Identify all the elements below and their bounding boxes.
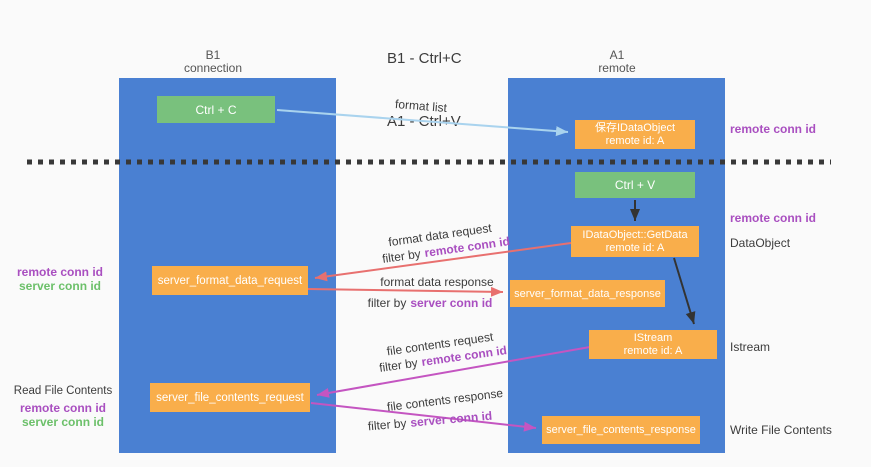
node-server-file-contents-response: server_file_contents_response [542,416,700,444]
left-label-server-conn-id: server conn id [18,279,102,293]
left-label-remote-conn-id-bottom: remote conn id [19,401,106,415]
filter-keyword-server-conn-id: server conn id [410,296,493,310]
label-format-data-response: format data response [380,275,494,289]
arrow-getdata-to-istream [673,257,696,325]
arrow-format-data-request [314,242,572,282]
node-istream-line2: remote id: A [623,344,683,357]
left-label-server-conn-id-bottom: server conn id [21,415,105,429]
node-server-format-data-response-label: server_format_data_response [514,287,661,300]
lifeline-b1-name: B1 [205,48,221,62]
arrow-file-contents-response [310,402,537,432]
left-labels-mid: remote conn id server conn id [14,265,106,293]
arrow-file-contents-request [316,346,591,398]
node-server-format-data-response: server_format_data_response [510,280,665,307]
right-label-remote-conn-id-mid: remote conn id [730,211,817,225]
diagram-title: B1 - Ctrl+C A1 - Ctrl+V [387,6,462,174]
node-getdata-line1: IDataObject::GetData [582,228,688,241]
node-server-format-data-request-label: server_format_data_request [157,274,303,287]
lifeline-a1-role: remote [598,61,636,75]
right-label-remote-conn-id-top: remote conn id [730,122,817,136]
lifeline-b1-role: connection [183,61,243,75]
right-label-dataobject: DataObject [730,236,791,250]
arrow-format-list [276,109,569,137]
filter-prefix: filter by [367,296,407,310]
title-line-1: B1 - Ctrl+C [387,50,462,67]
node-istream-line1: IStream [633,331,673,344]
node-ctrl-c-label: Ctrl + C [195,102,237,117]
lifeline-a1-name: A1 [609,48,625,62]
right-label-write-file-contents: Write File Contents [730,423,832,437]
node-save-idataobject-line2: remote id: A [605,134,665,147]
left-label-read-file-contents: Read File Contents [13,385,113,397]
node-idataobject-getdata: IDataObject::GetData remote id: A [571,226,699,257]
left-labels-bottom: Read File Contents remote conn id server… [10,384,116,429]
lifeline-header-b1: B1 connection [163,49,263,75]
left-label-remote-conn-id: remote conn id [16,265,103,279]
node-server-file-contents-response-label: server_file_contents_response [546,424,696,436]
node-ctrl-v-label: Ctrl + V [614,178,656,192]
node-server-file-contents-request: server_file_contents_request [150,383,310,412]
lifeline-header-a1: A1 remote [567,49,667,75]
node-ctrl-c: Ctrl + C [157,96,275,123]
node-server-format-data-request: server_format_data_request [152,266,308,295]
node-save-idataobject-line1: 保存IDataObject [594,121,676,134]
arrow-format-data-response [307,286,504,297]
node-getdata-line2: remote id: A [605,241,665,254]
node-ctrl-v: Ctrl + V [575,172,695,198]
node-server-file-contents-request-label: server_file_contents_request [156,391,304,404]
node-save-idataobject: 保存IDataObject remote id: A [575,120,695,149]
node-istream: IStream remote id: A [589,330,717,359]
right-label-istream: Istream [730,340,771,354]
